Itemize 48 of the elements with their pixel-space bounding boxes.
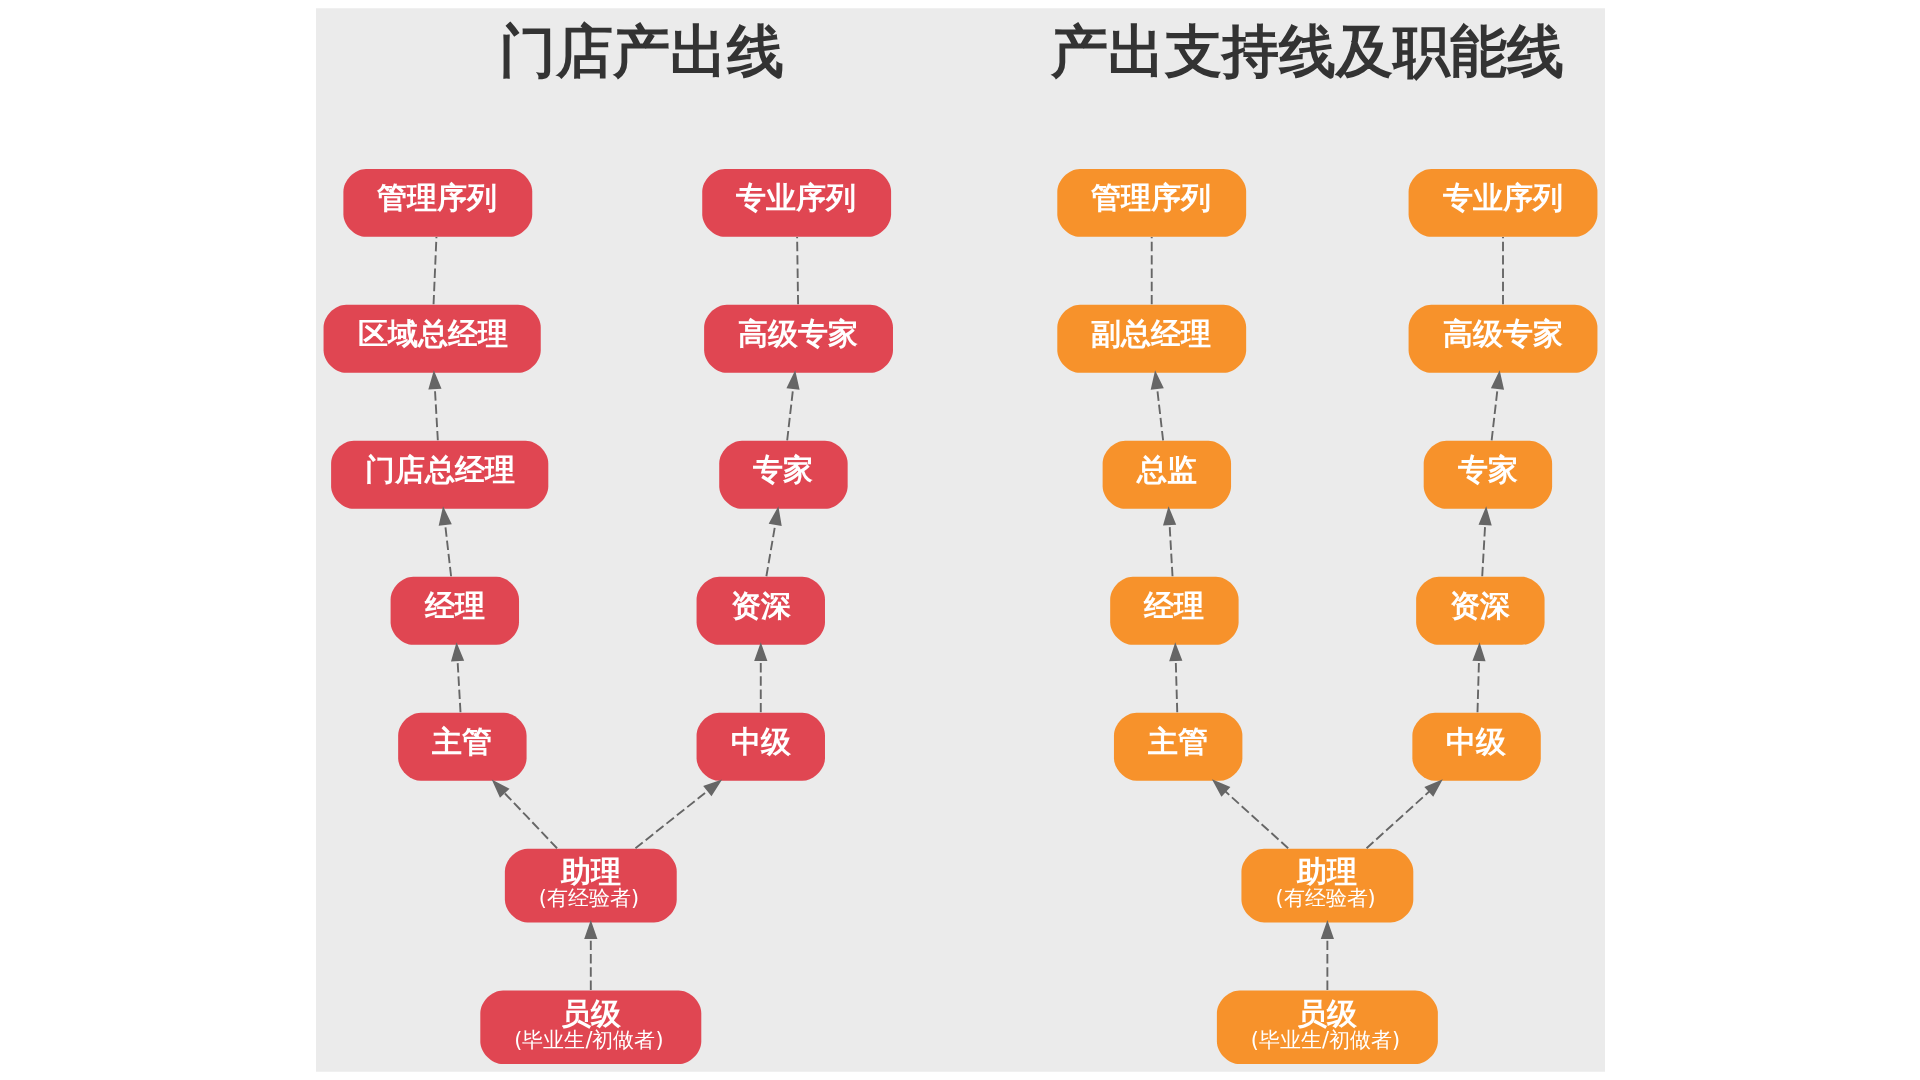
node-box: 经理 [1109,576,1239,645]
arrow [1478,506,1492,578]
node-box: 专业序列 [1408,168,1597,237]
arrow [491,779,558,850]
node-box: 中级 [696,712,825,781]
node-box: 主管 [397,712,527,781]
node-box: 专业序列 [701,168,891,237]
connector [1150,236,1153,306]
node-box: 资深 [696,576,825,645]
arrow [1168,642,1182,714]
node-box: 管理序列 [342,168,532,237]
node-box: 专家 [718,440,848,509]
arrow [1211,779,1289,850]
arrow [438,506,452,578]
node-box: 员级 (毕业生/初做者) [479,990,701,1065]
arrow [785,370,800,442]
arrow [583,920,597,991]
arrow [764,506,782,578]
arrow [450,642,464,714]
node-box: 门店总经理 [330,440,548,509]
node-box: 高级专家 [1408,304,1597,373]
node-box: 助理 (有经验者) [1240,848,1413,923]
arrow [753,642,767,714]
connector [1501,236,1504,306]
label: 产出支持线及职能线 [1050,17,1564,84]
node-box: 总监 [1102,440,1231,509]
label: 门店产出线 [498,17,784,84]
node-box: 助理 (有经验者) [504,848,677,923]
arrow [1490,370,1504,442]
arrow [634,779,722,850]
arrow [1471,642,1486,714]
node-box: 主管 [1113,712,1242,781]
node-box: 专家 [1423,440,1552,509]
node-box: 中级 [1411,712,1541,781]
arrow [1320,920,1334,991]
node-box: 高级专家 [703,304,893,373]
arrow [427,370,442,442]
node-box: 经理 [390,576,519,645]
connector [795,236,799,306]
node-box: 资深 [1415,576,1545,645]
arrow [1150,370,1164,442]
node-box: 员级 (毕业生/初做者) [1216,990,1438,1065]
node-box: 管理序列 [1056,168,1246,237]
node-box: 副总经理 [1056,304,1246,373]
arrow [1162,506,1176,578]
node-box: 区域总经理 [323,304,541,373]
arrow [1365,779,1443,850]
connector [432,236,437,306]
